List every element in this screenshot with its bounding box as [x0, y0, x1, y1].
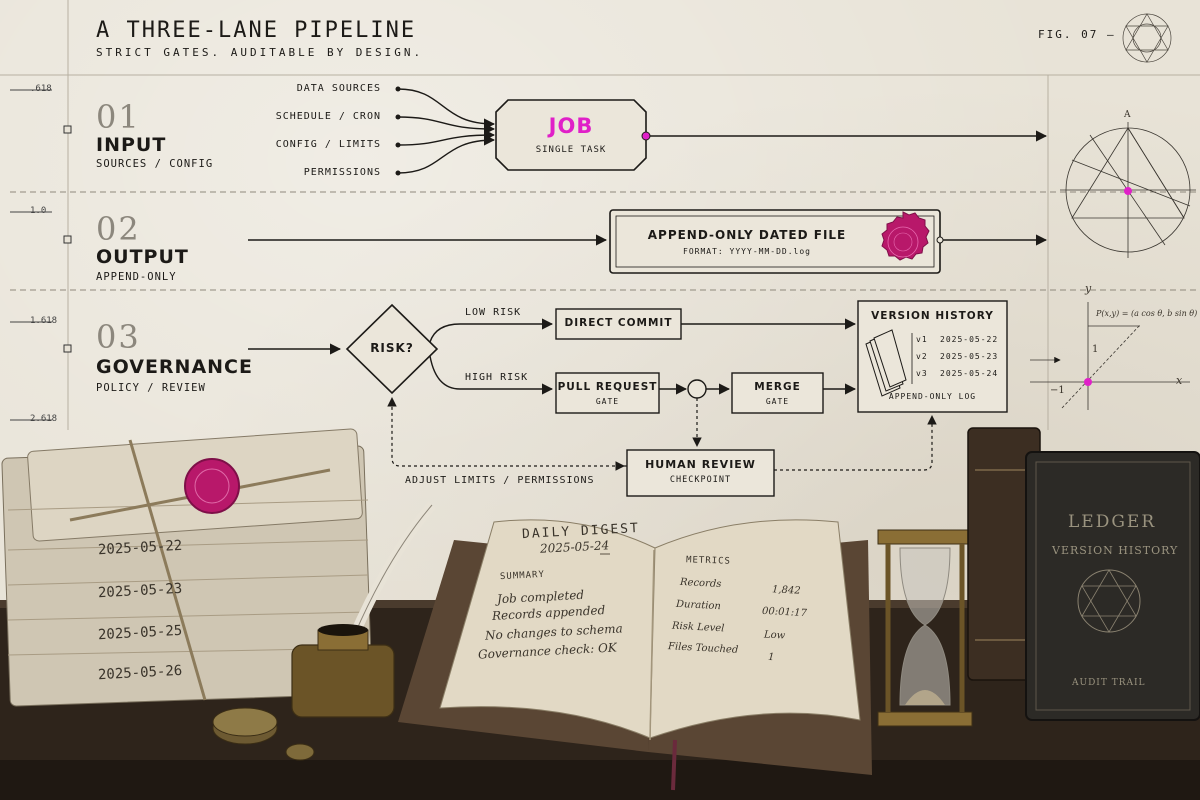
human-review-sub: CHECKPOINT [669, 475, 732, 485]
risk-decision: RISK? [370, 341, 414, 355]
geometry-x-label: x [1176, 374, 1183, 387]
pull-request-box: PULL REQUEST [557, 381, 658, 393]
ledger-subtitle: VERSION HISTORY [1052, 544, 1179, 557]
version-id: v2 [916, 352, 928, 361]
human-review-box: HUMAN REVIEW [645, 458, 756, 471]
version-date: 2025-05-23 [940, 352, 999, 361]
lane-subtitle: SOURCES / CONFIG [96, 158, 214, 170]
ruler-label: 2.618 [30, 414, 58, 424]
lane-number: 02 [96, 210, 141, 248]
metric-label: Duration [675, 598, 722, 613]
source-label-permissions: PERMISSIONS [303, 167, 381, 178]
merge-box: MERGE [754, 381, 801, 393]
figure-label: FIG. 07 — [1038, 28, 1116, 41]
merge-sub: GATE [765, 397, 790, 406]
job-subtitle: SINGLE TASK [535, 145, 607, 155]
adjust-limits-label: ADJUST LIMITS / PERMISSIONS [405, 475, 595, 486]
geometry-panel [1030, 122, 1196, 410]
version-id: v3 [916, 369, 928, 378]
output-file-format: FORMAT: YYYY-MM-DD.log [683, 247, 811, 256]
ruler-label: .618 [30, 84, 52, 94]
metric-value: 1 [767, 651, 775, 664]
ledger-books [967, 427, 1200, 721]
ruler-label: 1.0 [30, 206, 47, 216]
version-history-footer: APPEND-ONLY LOG [888, 392, 977, 401]
metric-value: 00:01:17 [761, 605, 808, 620]
metrics-heading: METRICS [685, 555, 732, 567]
source-label-schedule: SCHEDULE / CRON [275, 111, 381, 122]
geometry-one-label: 1 [1092, 344, 1099, 355]
version-date: 2025-05-24 [940, 369, 999, 378]
lane-number: 01 [96, 98, 141, 136]
hourglass-icon [877, 529, 973, 727]
compass-rose-icon [1122, 13, 1172, 63]
lane-title: INPUT [96, 134, 167, 156]
geometry-minus-one-label: −1 [1050, 385, 1065, 396]
metric-value: Low [763, 629, 786, 642]
lane-number: 03 [96, 318, 141, 356]
stacked-pages-icon [865, 329, 907, 397]
version-id: v1 [916, 335, 928, 344]
metric-value: 1,842 [771, 584, 801, 597]
paper-bundle [1, 428, 373, 707]
ruler-label: 1.618 [30, 316, 58, 326]
output-file-title: APPEND-ONLY DATED FILE [647, 228, 847, 242]
version-date: 2025-05-22 [940, 335, 999, 344]
version-history-title: VERSION HISTORY [871, 310, 994, 322]
page-title: A THREE-LANE PIPELINE [96, 18, 417, 43]
lane-title: GOVERNANCE [96, 356, 253, 378]
source-label-data-sources: DATA SOURCES [296, 83, 381, 94]
job-title: JOB [548, 114, 594, 138]
ledger-footer: AUDIT TRAIL [1072, 678, 1146, 688]
inkwell-icon [212, 501, 436, 761]
lane-title: OUTPUT [96, 246, 189, 268]
source-label-config: CONFIG / LIMITS [275, 139, 381, 150]
lane-subtitle: APPEND-ONLY [96, 271, 177, 283]
pull-request-sub: GATE [595, 397, 620, 406]
high-risk-label: HIGH RISK [465, 372, 529, 383]
ledger-title: LEDGER [1068, 512, 1157, 532]
geometry-formula: P(x,y) = (a cos θ, b sin θ) [1096, 309, 1198, 318]
geometry-y-label: y [1085, 282, 1092, 295]
direct-commit-box: DIRECT COMMIT [564, 317, 673, 329]
lane-subtitle: POLICY / REVIEW [96, 382, 206, 394]
metric-label: Records [679, 576, 722, 591]
low-risk-label: LOW RISK [465, 307, 522, 318]
open-book [398, 519, 872, 791]
page-subtitle: STRICT GATES. AUDITABLE BY DESIGN. [96, 46, 424, 59]
geometry-label-a: A [1124, 110, 1131, 120]
wax-seal-icon [881, 211, 930, 261]
